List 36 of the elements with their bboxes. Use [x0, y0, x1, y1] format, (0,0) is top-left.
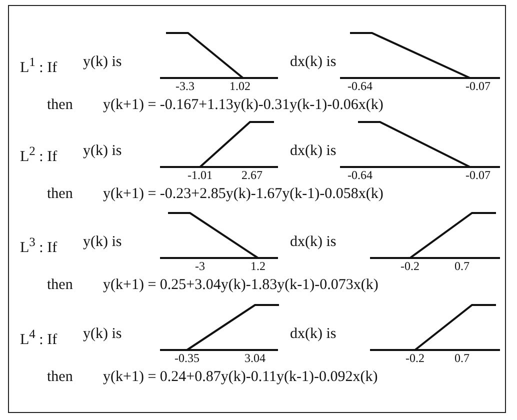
- condition-text: dx(k) is: [290, 326, 336, 343]
- tick-label: 1.02: [230, 80, 250, 93]
- condition-text: dx(k) is: [290, 234, 336, 251]
- tick-label: -0.64: [348, 80, 372, 93]
- equation: y(k+1) = 0.24+0.87y(k)-0.11y(k-1)-0.092x(k): [103, 369, 378, 386]
- equation: y(k+1) = -0.167+1.13y(k)-0.31y(k-1)-0.06x(k): [103, 97, 384, 114]
- equation: y(k+1) = -0.23+2.85y(k)-1.67y(k-1)-0.058x(k): [103, 186, 384, 203]
- tick-label: 1.2: [250, 260, 266, 273]
- condition-text: y(k) is: [83, 54, 122, 71]
- tick-label: -0.07: [466, 169, 490, 182]
- tick-label: 0.7: [454, 352, 470, 365]
- rule-label: L$^{3}$ : If: [20, 234, 58, 257]
- tick-label: 3.04: [244, 352, 266, 365]
- tick-label: 2.67: [242, 169, 262, 182]
- rule-label: L$^{2}$ : If: [20, 143, 58, 166]
- condition-text: y(k) is: [83, 143, 122, 160]
- tick-label: -3.3: [176, 80, 194, 93]
- equation: y(k+1) = 0.25+3.04y(k)-1.83y(k-1)-0.073x(k): [103, 277, 378, 294]
- tick-label: -3: [195, 260, 205, 273]
- rule-label: L$^{1}$ : If: [20, 54, 58, 77]
- condition-text: dx(k) is: [290, 143, 336, 160]
- condition-text: dx(k) is: [290, 54, 336, 71]
- tick-label: -0.2: [406, 352, 424, 365]
- tick-label: 0.7: [454, 260, 470, 273]
- then-keyword: then: [47, 277, 73, 294]
- condition-text: y(k) is: [83, 326, 122, 343]
- rule-label: L$^{4}$ : If: [20, 326, 58, 349]
- then-keyword: then: [47, 369, 73, 386]
- tick-label: -0.64: [348, 169, 372, 182]
- tick-label: -0.35: [174, 352, 200, 365]
- condition-text: y(k) is: [83, 234, 122, 251]
- tick-label: -0.07: [466, 80, 490, 93]
- tick-label: -1.01: [188, 169, 212, 182]
- tick-label: -0.2: [400, 260, 420, 273]
- then-keyword: then: [47, 97, 73, 114]
- then-keyword: then: [47, 186, 73, 203]
